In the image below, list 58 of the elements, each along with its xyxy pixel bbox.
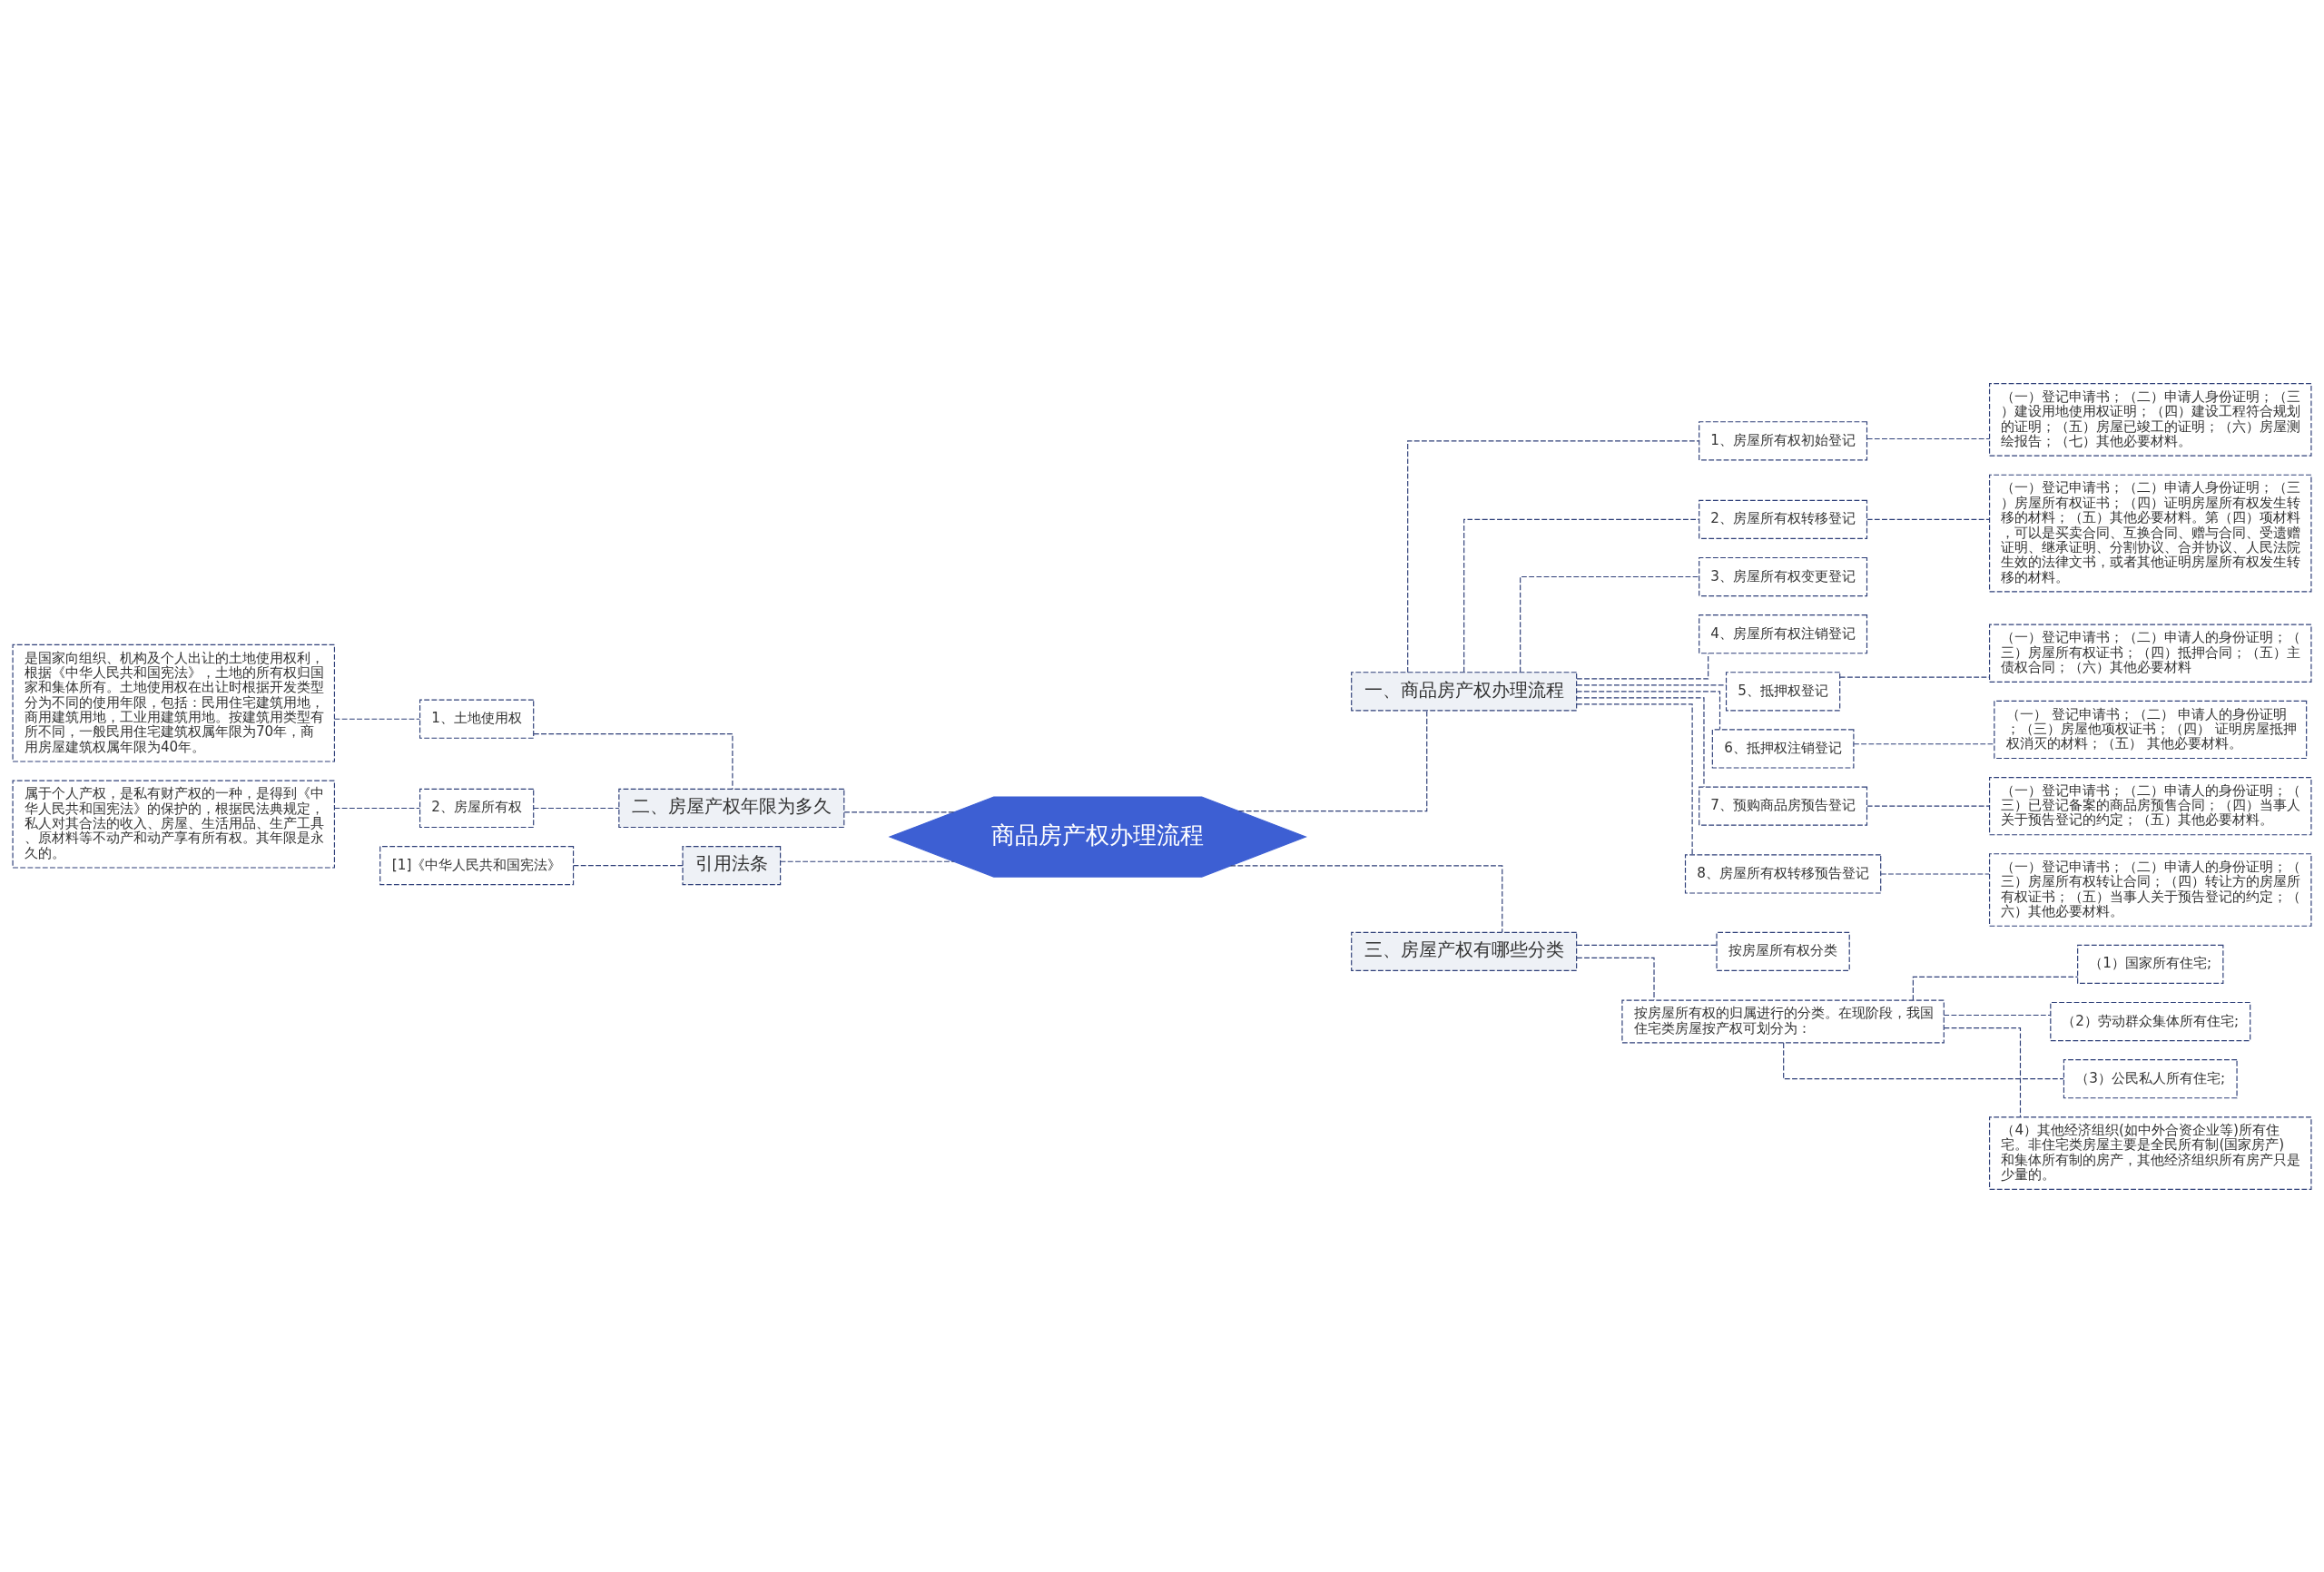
connector — [1407, 439, 1699, 673]
connector — [1520, 575, 1699, 673]
node-box: （一）登记申请书；（二）申请人身份证明；（三）房屋所有权证书；（四）证明房屋所有权发生转移的材料；（五）其他必要材料。第（四）项材料，可以是买卖合同、互换合同、赠与合同、受遗赠证明、继承证明、分割协议、合并协议、人民法院生效的法律文书，或者其他证明房屋所有权发生转移的材料。 — [1989, 474, 2312, 592]
connector — [1463, 518, 1699, 673]
connector — [1943, 1027, 2022, 1117]
node-box: （1）国家所有住宅; — [2077, 944, 2224, 984]
connector — [1576, 944, 1718, 946]
connector — [1229, 864, 1503, 932]
node-box: （3）公民私人所有住宅; — [2063, 1058, 2238, 1098]
node-box: 1、土地使用权 — [419, 699, 535, 739]
connector — [1576, 696, 1705, 787]
connector — [1853, 742, 1995, 744]
connector — [533, 732, 734, 790]
node-box: 2、房屋所有权 — [419, 788, 535, 828]
connector — [1943, 1014, 2052, 1016]
node-box: 2、房屋所有权转移登记 — [1699, 499, 1868, 539]
connector — [780, 860, 955, 862]
connector — [1576, 683, 1728, 685]
connector — [573, 864, 684, 866]
connector — [1866, 805, 1991, 807]
node-box: （2）劳动群众集体所有住宅; — [2050, 1001, 2251, 1041]
connector — [1576, 702, 1693, 855]
connector — [1576, 652, 1709, 679]
node-box: 引用法条 — [682, 845, 782, 885]
connector — [843, 811, 955, 812]
connector — [333, 718, 420, 720]
node-box: 7、预购商品房预告登记 — [1699, 786, 1868, 826]
connector — [1576, 957, 1655, 1000]
node-box: 是国家向组织、机构及个人出让的土地使用权利，根据《中华人民共和国宪法》，土地的所有权归国家和集体所有。土地使用权在出让时根据开发类型分为不同的使用年限，包括：民用住宅建筑用地，商用建筑用地，工业用建筑用地。按建筑用类型有所不同，一般民用住宅建筑权属年限为70年，商用房屋建筑权属年限为40年。 — [12, 644, 335, 762]
connector — [1880, 872, 1990, 875]
connector — [533, 807, 620, 809]
connector — [1576, 690, 1721, 730]
connector — [1866, 518, 1991, 520]
connector — [1237, 709, 1428, 811]
connector — [1866, 437, 1991, 439]
connector — [1783, 1041, 2064, 1079]
node-box: （4）其他经济组织(如中外合资企业等)所有住宅。非住宅类房屋主要是全民所有制(国家房产)和集体所有制的房产，其他经济组织所有房产只是少量的。 — [1989, 1115, 2312, 1190]
node-box: 3、房屋所有权变更登记 — [1699, 556, 1868, 596]
node-box: （一）登记申请书；（二）申请人的身份证明；（三）已登记备案的商品房预售合同；（四）当事人关于预告登记的约定；（五）其他必要材料。 — [1989, 776, 2312, 835]
node-box: 8、房屋所有权转移预告登记 — [1684, 853, 1882, 894]
node-box: 二、房屋产权年限为多久 — [618, 788, 845, 828]
node-box: （一）登记申请书；（二）申请人的身份证明；（三）房屋所有权转让合同；（四）转让方的房屋所有权证书；（五）当事人关于预告登记的约定；（六）其他必要材料。 — [1989, 852, 2312, 927]
node-box: 按房屋所有权的归属进行的分类。在现阶段，我国住宅类房屋按产权可划分为： — [1621, 999, 1945, 1043]
connector — [1839, 675, 1990, 678]
node-box: 一、商品房产权办理流程 — [1351, 671, 1578, 711]
node-box: 5、抵押权登记 — [1725, 671, 1841, 711]
node-box: 6、抵押权注销登记 — [1711, 728, 1855, 769]
node-box: 4、房屋所有权注销登记 — [1699, 614, 1868, 653]
node-box: [1]《中华人民共和国宪法》 — [379, 845, 575, 885]
connector — [333, 807, 420, 809]
node-box: （一） 登记申请书；（二） 申请人的身份证明；（三）房屋他项权证书；（四） 证明房屋抵押权消灭的材料；（五） 其他必要材料。 — [1994, 700, 2308, 759]
node-box: 三、房屋产权有哪些分类 — [1351, 931, 1578, 971]
node-box: 属于个人产权，是私有财产权的一种，是得到《中华人民共和国宪法》的保护的，根据民法典规定，私人对其合法的收入、房屋、生活用品、生产工具、原材料等不动产和动产享有所有权。其年限是永久的。 — [12, 780, 335, 869]
node-box: 1、房屋所有权初始登记 — [1699, 420, 1868, 460]
node-box: 按房屋所有权分类 — [1716, 931, 1850, 971]
connector — [1912, 976, 2079, 1001]
node-box: （一）登记申请书；（二）申请人身份证明；（三）建设用地使用权证明；（四）建设工程符合规划的证明；（五）房屋已竣工的证明；（六）房屋测绘报告；（七）其他必要材料。 — [1989, 382, 2312, 457]
node-box: （一）登记申请书；（二）申请人的身份证明；（三）房屋所有权证书；（四）抵押合同；（五）主债权合同；（六）其他必要材料 — [1989, 624, 2312, 683]
